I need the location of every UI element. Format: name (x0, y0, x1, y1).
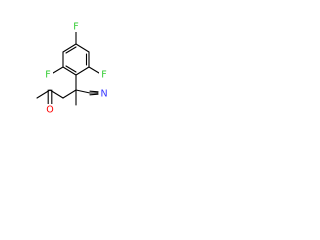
ring-bond (62, 43, 77, 53)
fluorine-label-left: F (45, 70, 50, 81)
bond-ring-to-f-right (88, 66, 100, 74)
nitrogen-label: N (100, 89, 107, 100)
bond-quaternary-to-ch2 (62, 89, 77, 99)
bond-ring-to-f-left (52, 66, 64, 74)
bond-quaternary-to-nitrile-carbon (75, 89, 91, 94)
fluorine-label-right: F (101, 70, 106, 81)
ring-bond (75, 43, 90, 53)
ring-double-bond (65, 46, 77, 54)
ring-bond (75, 66, 90, 76)
oxygen-label: O (46, 105, 53, 116)
ring-bond (62, 66, 77, 76)
trifluorophenyl-ring (62, 43, 90, 76)
nitrile-triple-bond (89, 90, 99, 93)
ring-double-bond (65, 65, 77, 73)
nitrile-triple-bond (89, 93, 99, 96)
fluorine-label-top: F (73, 22, 78, 33)
structure-diagram: F F F N O (36, 22, 109, 116)
